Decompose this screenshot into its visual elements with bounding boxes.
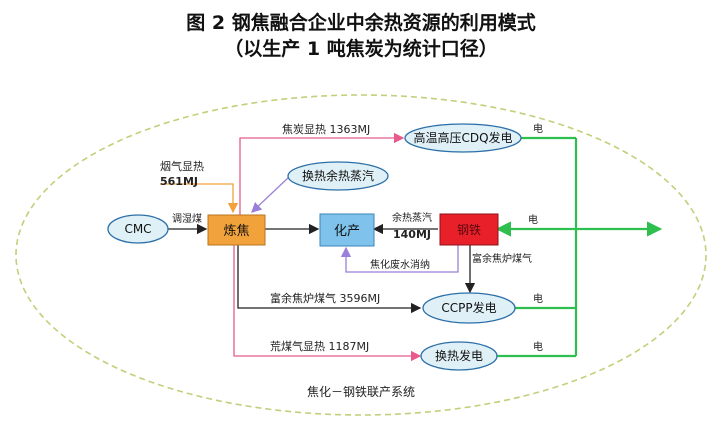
steam-exchange-arrow: [251, 175, 291, 213]
cmc-node: [107, 214, 169, 244]
coal-in-label: 调湿煤: [172, 212, 202, 225]
flue-heat-value: 561MJ: [160, 175, 198, 188]
elec-label-1: 电: [533, 122, 543, 135]
waste-steam-value: 140MJ: [393, 228, 431, 241]
cmc-label: CMC: [124, 222, 151, 236]
coking-node: [207, 214, 266, 246]
surplus-gas-short-label: 富余焦炉煤气: [472, 252, 532, 265]
raw-gas-heat-arrow: [233, 245, 422, 362]
chem-label: 化产: [334, 224, 360, 239]
ccpp-label: CCPP发电: [441, 300, 496, 315]
flue-heat-arrow: [160, 183, 239, 214]
figure-title: 图 2 钢焦融合企业中余热资源的利用模式: [186, 12, 536, 34]
steel-label: 钢铁: [457, 223, 481, 237]
coking-label: 炼焦: [223, 224, 249, 239]
steam-exchange-label: 换热余热蒸汽: [302, 168, 374, 183]
figure-subtitle: （以生产 1 吨焦炭为统计口径）: [224, 38, 498, 60]
elec-label-4: 电: [533, 340, 543, 353]
system-label: 焦化－钢铁联产系统: [307, 385, 415, 399]
wastewater-label: 焦化废水消纳: [370, 258, 430, 271]
surplus-gas-label: 富余焦炉煤气 3596MJ: [270, 291, 380, 305]
steam-exchange-node: [287, 161, 389, 191]
raw-gas-heat-label: 荒煤气显热 1187MJ: [270, 339, 369, 353]
waste-steam-name: 余热蒸汽: [392, 211, 432, 224]
ccpp-node: [422, 292, 516, 324]
heat-power-node: [420, 341, 498, 371]
wastewater-arrow: [340, 245, 459, 273]
chem-node: [319, 213, 375, 247]
coke-heat-arrow: [239, 132, 405, 215]
surplus-gas-arrow: [237, 245, 422, 314]
steel-node: [439, 213, 499, 246]
flue-heat-name: 烟气显热: [160, 159, 204, 173]
elec-label-2: 电: [528, 213, 538, 226]
elec-label-3: 电: [533, 292, 543, 305]
system-boundary: [15, 94, 707, 416]
cdq-node: [404, 123, 522, 153]
heat-power-label: 换热发电: [435, 348, 483, 363]
cdq-label: 高温高压CDQ发电: [413, 130, 512, 145]
coke-heat-label: 焦炭显热 1363MJ: [282, 123, 370, 136]
